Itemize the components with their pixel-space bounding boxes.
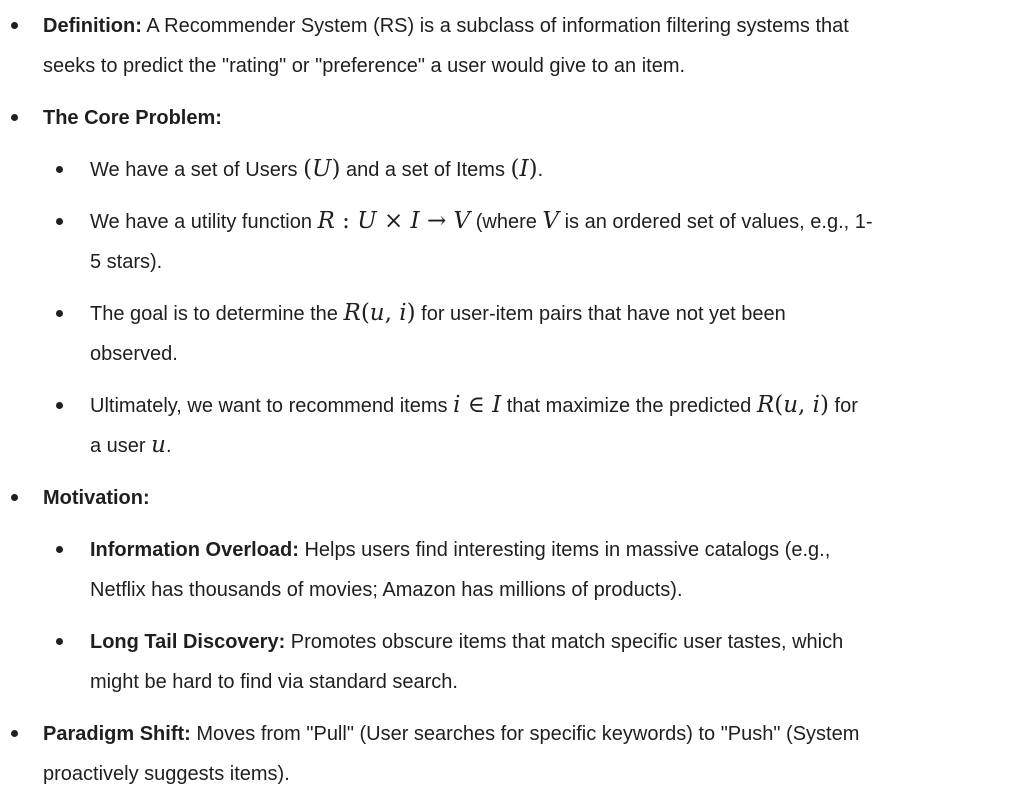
text-run: Promotes obscure items that match specif… <box>285 631 844 653</box>
text-run: might be hard to find via standard searc… <box>90 671 458 693</box>
text-run: and a set of Items <box>340 159 511 181</box>
text-run: that maximize the predicted <box>501 395 757 417</box>
list-item-text: We have a utility function R : U × I → V… <box>90 202 1016 282</box>
list-item-text: We have a set of Users (U) and a set of … <box>90 150 1016 190</box>
text-run: Netflix has thousands of movies; Amazon … <box>90 579 683 601</box>
list-item-text: The goal is to determine the R(u, i) for… <box>90 294 1016 374</box>
list-item: Ultimately, we want to recommend items i… <box>0 386 1016 466</box>
bold-text: Long Tail Discovery: <box>90 631 286 653</box>
math-expression: R : U × I → V <box>317 208 471 234</box>
list-item-text: Definition: A Recommender System (RS) is… <box>43 6 1016 86</box>
text-run: seeks to predict the "rating" or "prefer… <box>43 55 686 77</box>
bullet-marker <box>56 638 63 645</box>
text-run: is an ordered set of values, e.g., 1- <box>559 211 873 233</box>
bullet-list: Definition: A Recommender System (RS) is… <box>0 6 1016 794</box>
bullet-marker <box>11 730 18 737</box>
text-run: for user-item pairs that have not yet be… <box>415 303 786 325</box>
bullet-marker <box>56 310 63 317</box>
bold-text: Motivation: <box>43 487 150 509</box>
list-item: Long Tail Discovery: Promotes obscure it… <box>0 622 1016 702</box>
text-run: Helps users find interesting items in ma… <box>298 539 831 561</box>
math-expression: R(u, i) <box>756 392 829 418</box>
text-run: a user <box>90 435 152 457</box>
text-run: 5 stars). <box>90 251 163 273</box>
text-run: We have a set of Users <box>90 159 304 181</box>
text-run: . <box>165 435 172 457</box>
math-expression: (U) <box>303 156 341 182</box>
math-expression: V <box>542 208 560 234</box>
list-item: Paradigm Shift: Moves from "Pull" (User … <box>0 714 1016 794</box>
list-item: Definition: A Recommender System (RS) is… <box>0 6 1016 86</box>
text-run: proactively suggests items). <box>43 763 290 785</box>
list-item-text: Paradigm Shift: Moves from "Pull" (User … <box>43 714 1016 794</box>
text-run: Moves from "Pull" (User searches for spe… <box>190 723 860 745</box>
list-item-text: Motivation: <box>43 478 1016 518</box>
list-item: We have a set of Users (U) and a set of … <box>0 150 1016 190</box>
bold-text: Paradigm Shift: <box>43 723 191 745</box>
bullet-marker <box>56 166 63 173</box>
list-item-text: Ultimately, we want to recommend items i… <box>90 386 1016 466</box>
bullet-marker <box>56 546 63 553</box>
text-run: . <box>537 159 544 181</box>
list-item: The goal is to determine the R(u, i) for… <box>0 294 1016 374</box>
list-item: We have a utility function R : U × I → V… <box>0 202 1016 282</box>
text-run: A Recommender System (RS) is a subclass … <box>141 15 849 37</box>
math-expression: R(u, i) <box>343 300 416 326</box>
bold-text: Definition: <box>43 15 142 37</box>
list-item-text: Long Tail Discovery: Promotes obscure it… <box>90 622 1016 702</box>
list-item: The Core Problem: <box>0 98 1016 138</box>
bullet-marker <box>56 402 63 409</box>
list-item: Motivation: <box>0 478 1016 518</box>
list-item: Information Overload: Helps users find i… <box>0 530 1016 610</box>
list-item-text: The Core Problem: <box>43 98 1016 138</box>
bullet-marker <box>56 218 63 225</box>
text-run: observed. <box>90 343 178 365</box>
bullet-marker <box>11 494 18 501</box>
bold-text: Information Overload: <box>90 539 299 561</box>
math-expression: i ∈ I <box>453 392 502 418</box>
text-run: We have a utility function <box>90 211 318 233</box>
text-run: The goal is to determine the <box>90 303 344 325</box>
math-expression: u <box>151 432 166 458</box>
text-run: for <box>828 395 858 417</box>
text-run: Ultimately, we want to recommend items <box>90 395 454 417</box>
bullet-marker <box>11 22 18 29</box>
bold-text: The Core Problem: <box>43 107 222 129</box>
list-item-text: Information Overload: Helps users find i… <box>90 530 1016 610</box>
math-expression: (I) <box>510 156 538 182</box>
bullet-marker <box>11 114 18 121</box>
text-run: (where <box>470 211 543 233</box>
